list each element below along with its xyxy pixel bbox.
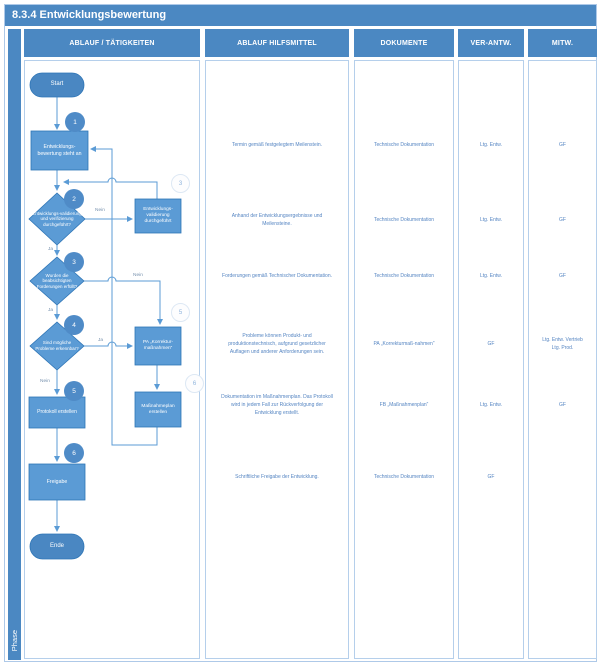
cell-mitw-4: Ltg. Entw. Vertrieb Ltg. Prod.	[542, 337, 583, 351]
cell-hilfsmittel-6: Schriftliche Freigabe der Entwicklung.	[235, 474, 319, 481]
header-dokumente: DOKUMENTE	[354, 29, 454, 57]
forderungen-check-label: Wurden die beabsichtigten Forderungen er…	[36, 272, 78, 289]
freigabe-box-shape	[28, 463, 86, 501]
cell-verantw-1: Ltg. Entw.	[480, 142, 502, 149]
cell-hilfsmittel-1: Termin gemäß festgelegtem Meilenstein.	[231, 142, 323, 149]
end-node-label: Ende	[49, 542, 64, 549]
cell-verantw-4: GF	[487, 341, 495, 348]
ref-badge-massnahmeplan: 6	[185, 374, 204, 393]
ref-badge-korrektur: 5	[171, 303, 190, 322]
column-verantw	[458, 60, 524, 659]
protokoll-box-shape	[28, 396, 86, 429]
validierung-box-shape	[134, 198, 182, 234]
branch-label-ja-1: Ja	[48, 247, 54, 252]
end-node-shape	[29, 533, 85, 560]
column-mitw	[528, 60, 597, 659]
step-badge-6: 6	[64, 443, 84, 463]
branch-nein-forderungen	[84, 276, 163, 325]
cell-mitw-3: GF	[559, 273, 566, 280]
loop-massnahmeplan	[90, 146, 158, 446]
cell-dokumente-5: FB „Maßnahmenplan“	[379, 402, 429, 409]
cell-hilfsmittel-4: Probleme können Produkt- und produktions…	[228, 333, 326, 355]
korrektur-box-shape	[134, 326, 182, 366]
massnahmeplan-box-label: Maßnahmeplan erstellen	[141, 403, 175, 415]
page-title: 8.3.4 Entwicklungsbewertung	[5, 5, 596, 26]
branch-ja-probleme	[84, 341, 133, 349]
korrektur-box-label: PA „Korrektur-maßnahmen“	[142, 340, 174, 351]
step-badge-1: 1	[65, 112, 85, 132]
cell-verantw-3: Ltg. Entw.	[480, 273, 502, 280]
header-ablauf-hilfsmittel: ABLAUF HILFSMITTEL	[205, 29, 349, 57]
validierung-box-label: Entwicklungs-validierung durchgeführt	[143, 207, 173, 224]
header-mitw: MITW.	[528, 29, 597, 57]
ref-badge-validierung: 3	[171, 174, 190, 193]
header-ver-antw: VER-ANTW.	[458, 29, 524, 57]
flow-connectors	[57, 96, 163, 532]
branch-label-ja-3: Ja	[98, 338, 104, 343]
validierung-check-label: Entwicklungs-validierung und verifizieru…	[32, 210, 82, 227]
cell-hilfsmittel-5: Dokumentation im Maßnahmenplan. Das Prot…	[221, 394, 333, 416]
freigabe-box-label: Freigabe	[46, 478, 68, 485]
cell-dokumente-3: Technische Dokumentation	[373, 273, 435, 280]
header-ablauf-taetigkeiten: ABLAUF / TÄTIGKEITEN	[24, 29, 200, 57]
cell-verantw-5: Ltg. Entw.	[480, 402, 502, 409]
protokoll-box-label: Protokoll erstellen	[37, 409, 77, 416]
loop-validierung	[63, 177, 158, 199]
start-node-shape	[29, 72, 85, 98]
cell-mitw-2: GF	[559, 217, 566, 224]
branch-label-ja-2: Ja	[48, 308, 54, 313]
massnahmeplan-box-shape	[134, 391, 182, 428]
step-badge-5: 5	[64, 381, 84, 401]
bewertung-label: Entwicklungs-bewertung steht an	[37, 144, 82, 157]
branch-label-nein-1: Nein	[95, 208, 105, 213]
cell-dokumente-4: PA „Korrekturmaß-nahmen“	[373, 341, 435, 348]
cell-dokumente-6: Technische Dokumentation	[373, 474, 435, 481]
step-badge-4: 4	[64, 315, 84, 335]
cell-mitw-5: GF	[559, 402, 566, 409]
bewertung-shape	[30, 130, 89, 171]
cell-hilfsmittel-2: Anhand der Entwicklungsergebnisse und Me…	[231, 213, 323, 227]
step-badge-3: 3	[64, 252, 84, 272]
cell-mitw-1: GF	[559, 142, 566, 149]
phase-lane: Phase	[8, 29, 21, 660]
cell-dokumente-1: Technische Dokumentation	[373, 142, 435, 149]
step-badge-2: 2	[64, 189, 84, 209]
cell-dokumente-2: Technische Dokumentation	[373, 217, 435, 224]
branch-label-nein-2: Nein	[133, 273, 143, 278]
start-node-label: Start	[50, 81, 64, 88]
column-hilfsmittel	[205, 60, 349, 659]
column-dokumente	[354, 60, 454, 659]
branch-label-nein-3: Nein	[40, 379, 50, 384]
probleme-check-label: Sind mögliche Probleme erkennbar?	[35, 340, 79, 351]
cell-verantw-6: GF	[487, 474, 495, 481]
cell-hilfsmittel-3: Forderungen gemäß Technischer Dokumentat…	[222, 273, 332, 280]
cell-verantw-2: Ltg. Entw.	[480, 217, 502, 224]
